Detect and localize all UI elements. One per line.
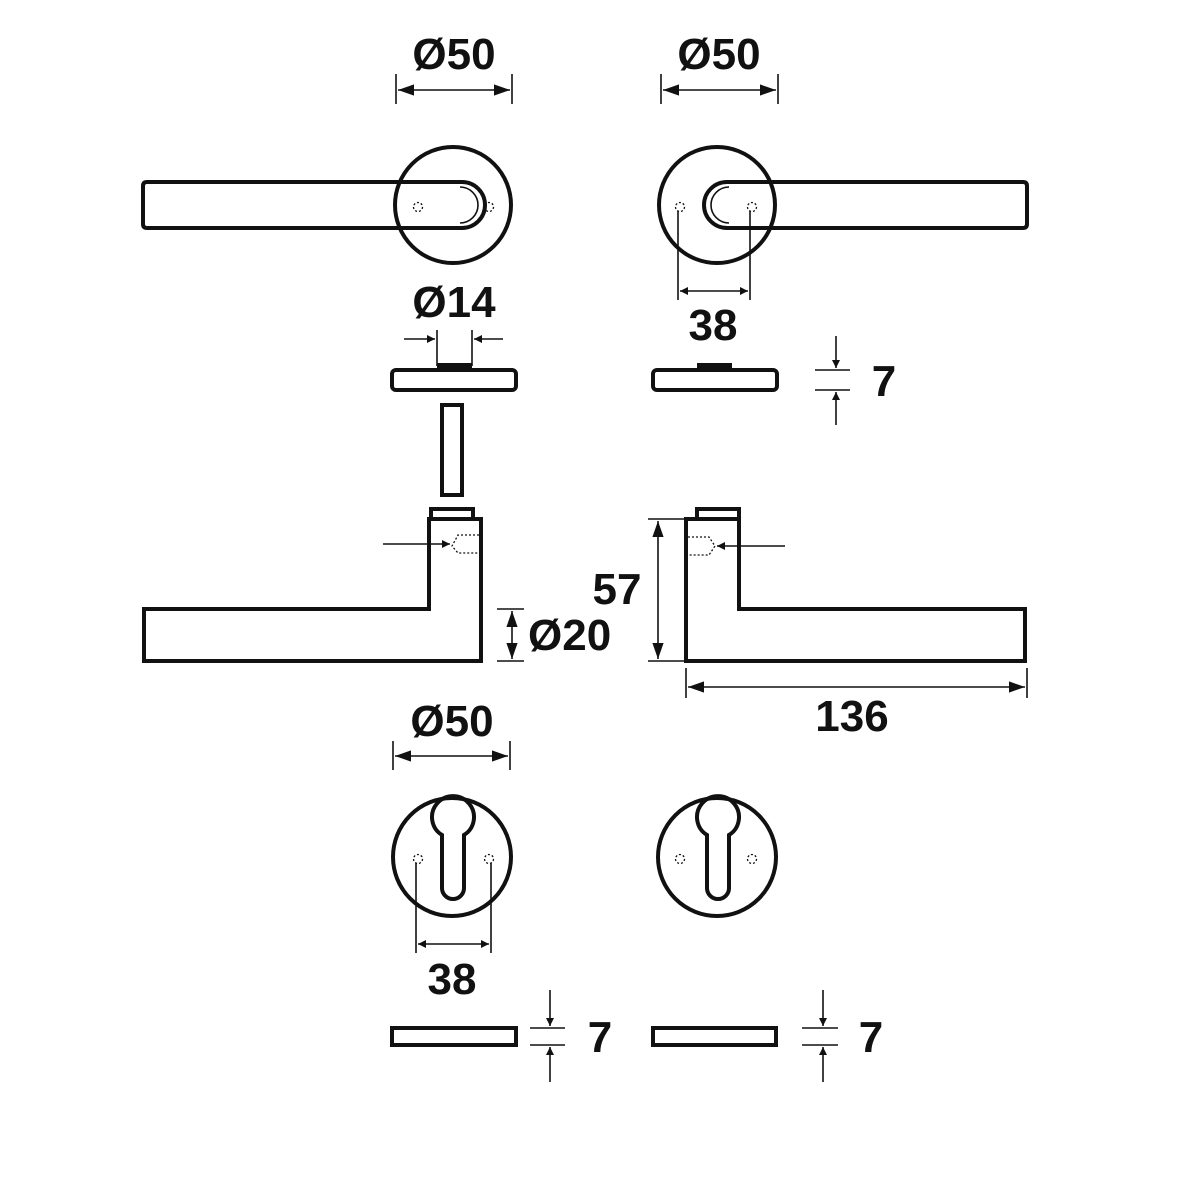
top-right-handle-front-view: [657, 145, 1029, 265]
escutcheon-side-view-left: [390, 1026, 518, 1047]
escutcheon-thickness-right-label: 7: [859, 1013, 883, 1062]
rose-diameter-right-label: Ø50: [677, 30, 760, 79]
cylinder-keyhole-icon: [430, 794, 476, 901]
escutcheon-diameter-label: Ø50: [410, 697, 493, 746]
escutcheon-side-view-right: [651, 1026, 778, 1047]
screw-spacing-bottom-label: 38: [428, 955, 477, 1004]
dimension-handle-length: 136: [685, 668, 1028, 741]
dimension-escutcheon-diameter: Ø50: [392, 697, 511, 770]
dimension-screw-spacing-bottom: 38: [415, 863, 492, 1004]
screw-hole-icon: [412, 853, 424, 865]
handle-height-label: 57: [593, 565, 642, 614]
dimension-rose-thickness-top: 7: [815, 336, 896, 425]
screw-spacing-top-label: 38: [689, 301, 738, 350]
rose-diameter-left-label: Ø50: [412, 30, 495, 79]
rose-plate: [390, 368, 518, 392]
handle-neck-inner: [459, 186, 479, 224]
screw-hole-icon: [483, 201, 495, 213]
handle-collar: [695, 507, 741, 519]
right-handle-side-view: [684, 507, 1027, 663]
top-left-handle-front-view: [141, 145, 513, 265]
screw-hole-icon: [483, 853, 495, 865]
screw-hole-icon: [412, 201, 424, 213]
lever-bar: [141, 180, 462, 230]
rose-outline: [657, 145, 777, 265]
escutcheon-thickness-left-label: 7: [588, 1013, 612, 1062]
spindle-boss: [437, 363, 472, 371]
dimension-screw-spacing-top: 38: [677, 211, 751, 350]
spindle-diameter-label: Ø14: [412, 278, 496, 327]
escutcheon-right-front-view: [656, 794, 778, 918]
screw-hole-icon: [674, 853, 686, 865]
handle-collar: [429, 507, 475, 519]
dimension-escutcheon-thickness-right: 7: [802, 990, 883, 1082]
handle-l-body: [684, 517, 1027, 663]
rose-side-view-left: [390, 363, 518, 392]
left-handle-side-view: [142, 507, 483, 663]
rose-plate: [651, 368, 779, 392]
dimension-rose-diameter-left: Ø50: [395, 30, 513, 104]
spindle-bar: [440, 403, 464, 497]
rose-thickness-top-label: 7: [872, 357, 896, 406]
handle-neck-outer: [702, 180, 728, 230]
escutcheon-left-front-view: [391, 794, 513, 918]
bar-diameter-label: Ø20: [528, 611, 611, 660]
dimension-bar-diameter: Ø20: [497, 608, 611, 662]
lever-bar: [727, 180, 1029, 230]
cylinder-keyhole-icon: [695, 794, 741, 901]
grub-screw-icon: [451, 534, 479, 554]
handle-length-label: 136: [815, 692, 888, 741]
spindle-boss: [697, 363, 732, 371]
dimension-rose-diameter-right: Ø50: [660, 30, 779, 104]
rose-side-view-right: [651, 363, 779, 392]
rose-outline: [393, 145, 513, 265]
handle-neck-inner: [710, 186, 730, 224]
handle-neck-outer: [461, 180, 487, 230]
screw-hole-icon: [746, 201, 758, 213]
screw-hole-icon: [746, 853, 758, 865]
grub-screw-icon: [688, 536, 716, 556]
screw-hole-icon: [674, 201, 686, 213]
dimension-spindle-diameter: Ø14: [404, 278, 503, 366]
dimension-escutcheon-thickness-left: 7: [530, 990, 612, 1082]
handle-l-body: [142, 517, 483, 663]
dimension-handle-height: 57: [593, 518, 684, 662]
